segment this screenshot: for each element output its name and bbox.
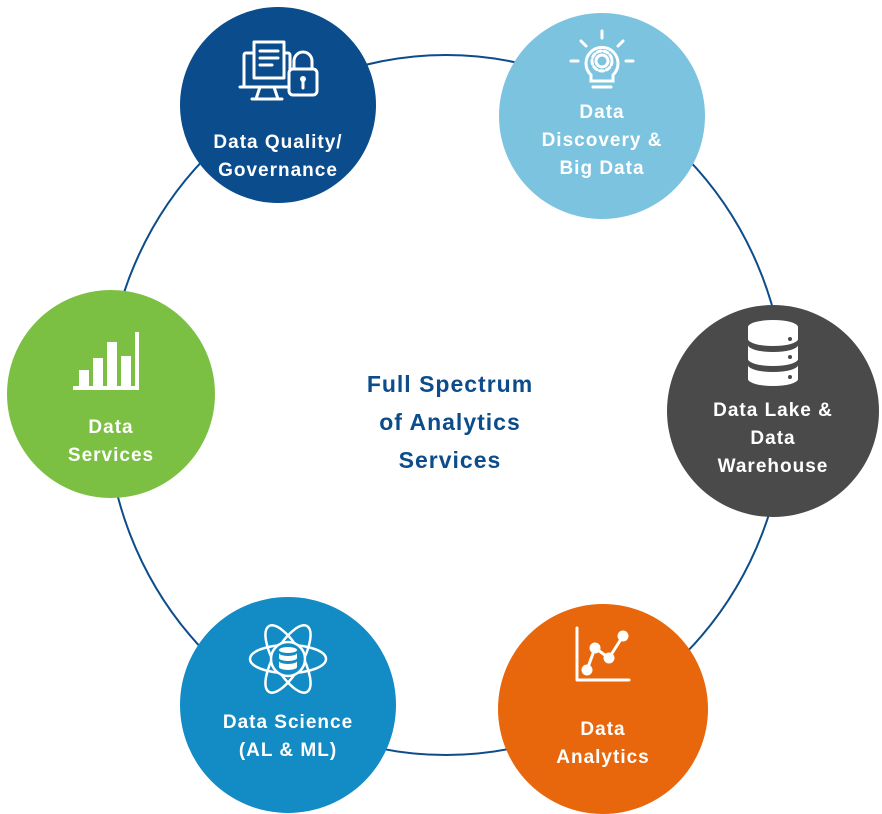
center-line-3: Services (398, 447, 502, 473)
node-data-lake: Data Lake & Data Warehouse (667, 305, 879, 517)
document-lock-icon (238, 40, 319, 101)
bar-chart-icon (73, 332, 139, 390)
label-line: Data (580, 719, 626, 740)
lightbulb-gear-icon (569, 29, 635, 89)
label-line: Governance (218, 160, 338, 181)
center-title: Full Spectrum of Analytics Services (300, 365, 600, 479)
node-data-discovery: Data Discovery & Big Data (499, 13, 705, 219)
label-line: Data (750, 428, 796, 449)
line-chart-icon (575, 626, 631, 682)
node-data-science: Data Science (AL & ML) (180, 597, 396, 813)
label-line: Discovery & (541, 130, 663, 151)
label-line: Data Quality/ (213, 132, 343, 153)
node-label: Data Services (7, 414, 215, 470)
label-line: Services (67, 445, 155, 466)
label-line: Data (88, 417, 134, 438)
atom-database-icon (248, 624, 328, 694)
label-line: (AL & ML) (238, 740, 338, 761)
label-line: Warehouse (717, 456, 829, 477)
center-line-1: Full Spectrum (366, 371, 534, 397)
node-label: Data Quality/ Governance (180, 129, 376, 185)
label-line: Data (579, 102, 625, 123)
node-label: Data Discovery & Big Data (499, 99, 705, 183)
node-label: Data Analytics (498, 716, 708, 772)
node-data-analytics: Data Analytics (498, 604, 708, 814)
label-line: Analytics (556, 747, 650, 768)
node-label: Data Science (AL & ML) (180, 709, 396, 765)
label-line: Big Data (559, 158, 645, 179)
node-data-services: Data Services (7, 290, 215, 498)
label-line: Data Lake & (713, 400, 833, 421)
database-icon (748, 320, 798, 386)
center-line-2: of Analytics (379, 409, 521, 435)
node-data-quality: Data Quality/ Governance (180, 7, 376, 203)
node-label: Data Lake & Data Warehouse (667, 397, 879, 481)
label-line: Data Science (222, 712, 354, 733)
